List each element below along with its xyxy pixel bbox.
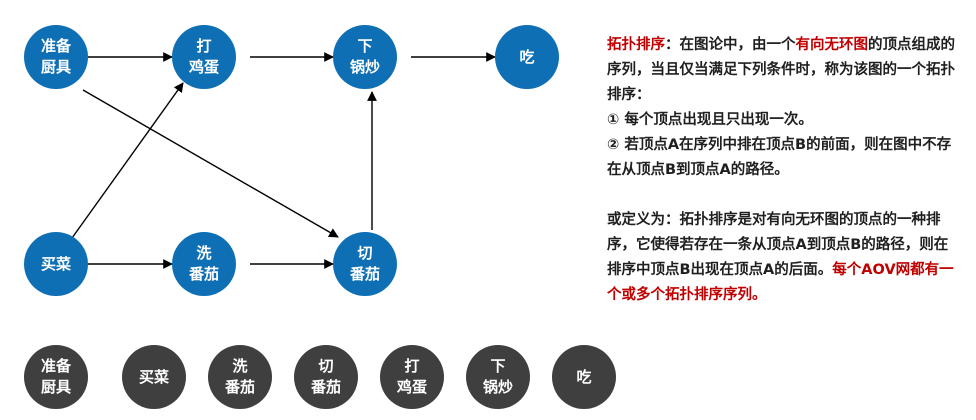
dag-edges (71, 52, 496, 269)
term-topological-sort: 拓扑排序 (607, 37, 665, 53)
node-wash-tomatoes: 洗 番茄 (172, 232, 236, 296)
definition-part-a: ：在图论中，由一个 (665, 37, 796, 53)
node-stir-fry: 下 锅炒 (333, 25, 397, 89)
topological-order-row: 准备 厨具 买菜 洗 番茄 切 番茄 打 鸡蛋 下 锅炒 吃 (0, 341, 620, 417)
order-node-1: 准备 厨具 (24, 345, 88, 409)
rule-2: ② 若顶点A在序列中排在顶点B的前面，则在图中不存在从顶点B到顶点A的路径。 (607, 137, 952, 178)
definition-text: 拓扑排序：在图论中，由一个有向无环图的顶点组成的序列，当且仅当满足下列条件时，称… (607, 33, 959, 308)
order-node-7: 吃 (552, 345, 616, 409)
term-dag: 有向无环图 (795, 37, 869, 53)
definition-part-c: 的顶点组成的序列，当且仅当满足下列条件时，称为该图的一个拓扑排序： (607, 37, 955, 103)
definition-paragraph: 拓扑排序：在图论中，由一个有向无环图的顶点组成的序列，当且仅当满足下列条件时，称… (607, 33, 959, 108)
node-beat-eggs: 打 鸡蛋 (172, 25, 236, 89)
alt-definition-text: 或定义为：拓扑排序是对有向无环图的顶点的一种排序，它使得若存在一条从顶点A到顶点… (607, 212, 949, 278)
rule-1: ① 每个顶点出现且只出现一次。 (607, 112, 813, 128)
node-prepare-utensils: 准备 厨具 (24, 25, 88, 89)
edge-buy-egg (71, 82, 184, 239)
order-node-5: 打 鸡蛋 (380, 345, 444, 409)
node-cut-tomatoes: 切 番茄 (333, 232, 397, 296)
aov-note: 每个AOV网都有一个或多个拓扑排序序列。 (607, 262, 954, 303)
order-node-3: 洗 番茄 (208, 345, 272, 409)
alternative-definition: 或定义为：拓扑排序是对有向无环图的顶点的一种排序，它使得若存在一条从顶点A到顶点… (607, 208, 959, 308)
order-node-4: 切 番茄 (294, 345, 358, 409)
order-node-2: 买菜 (122, 345, 186, 409)
edge-prep-cut (82, 89, 339, 238)
node-buy-vegetables: 买菜 (24, 232, 88, 296)
order-node-6: 下 锅炒 (466, 345, 530, 409)
dag-diagram: 准备 厨具 打 鸡蛋 下 锅炒 吃 买菜 洗 番茄 切 番茄 (0, 0, 600, 340)
node-eat: 吃 (495, 25, 559, 89)
